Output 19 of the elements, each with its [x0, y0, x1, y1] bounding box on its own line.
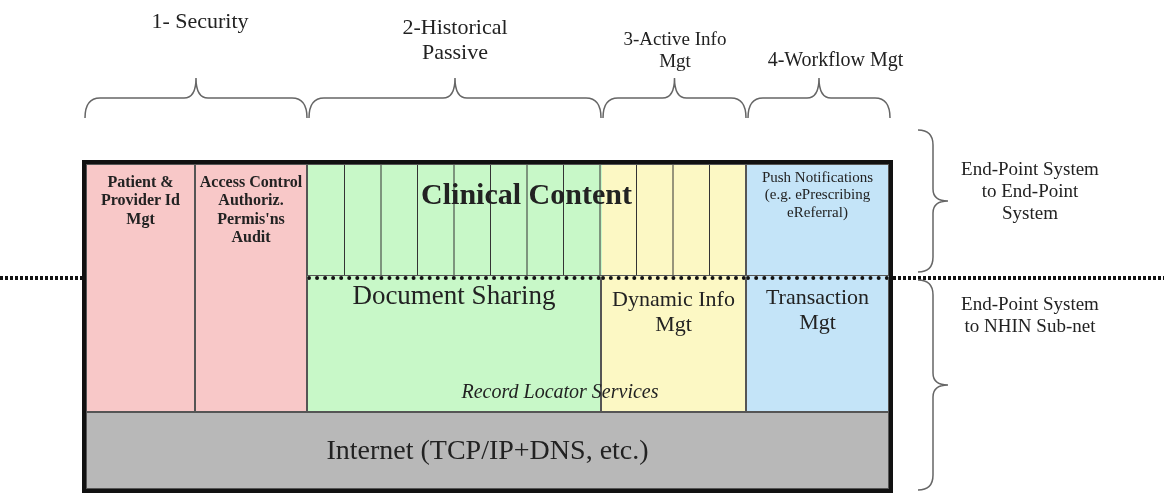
node-text: Dynamic Info Mgt [611, 286, 736, 337]
group-heading: 2-Historical Passive [401, 14, 509, 65]
workflow-panel [746, 164, 889, 276]
node-text: Internet (TCP/IP+DNS, etc.) [325, 434, 650, 467]
node-text: Document Sharing [351, 280, 557, 312]
group-heading: 1- Security [150, 8, 250, 34]
security-column [195, 164, 307, 412]
scope-label: End-Point System to End-Point System [960, 158, 1100, 224]
node-text: Transaction Mgt [764, 284, 871, 335]
node-text: Push Notifications (e.g. ePrescribing eReferral) [760, 169, 875, 221]
scope-label: End-Point System to NHIN Sub-net [960, 293, 1100, 337]
security-column [86, 164, 195, 412]
workflow-panel [746, 276, 889, 412]
group-heading: 3-Active Info Mgt [622, 28, 728, 72]
node-text: Patient & Provider Id Mgt [100, 173, 181, 229]
group-heading: 4-Workflow Mgt [766, 48, 905, 71]
content-band [307, 164, 746, 276]
network-layer [86, 412, 889, 489]
node-text: Access Control Authoriz. Permis'ns Audit [198, 173, 304, 247]
